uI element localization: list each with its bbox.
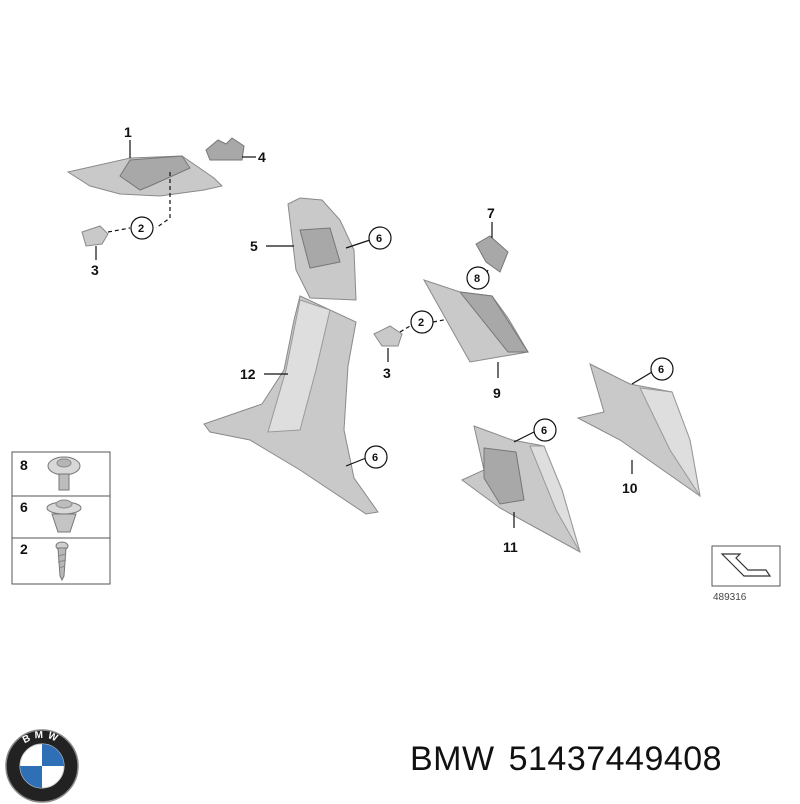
part-3-clip-lower xyxy=(373,325,403,347)
callout-9: 9 xyxy=(493,385,501,401)
expanding-clip-icon xyxy=(46,499,82,533)
reference-number: 489316 xyxy=(713,592,747,603)
part-number: 51437449408 xyxy=(508,740,723,778)
dashed-link-2a xyxy=(155,172,171,229)
leader-6a xyxy=(345,239,371,249)
part-10-trim-shade xyxy=(639,387,701,497)
part-3-clip-upper xyxy=(81,225,109,247)
callout-6b-circle xyxy=(364,445,388,469)
part-1-trim-face xyxy=(119,155,191,191)
part-7-bracket xyxy=(475,235,509,273)
callout-3a: 3 xyxy=(91,262,99,278)
part-9-trim-edge xyxy=(458,291,529,353)
screw-icon xyxy=(55,541,69,582)
part-5-trim-recess xyxy=(299,227,341,269)
dashed-link-3b xyxy=(399,325,411,333)
part-11-trim-shade xyxy=(529,445,581,553)
callout-6a-circle xyxy=(368,226,392,250)
arrow-icon xyxy=(720,553,772,577)
brand-part-label: BMW 51437449408 xyxy=(410,740,736,779)
leader-6d xyxy=(631,371,653,385)
leader-6c xyxy=(513,431,535,443)
callout-6a: 6 xyxy=(376,233,382,245)
callout-11: 11 xyxy=(503,539,518,555)
part-11-speaker-grille xyxy=(483,447,525,505)
callout-2a-circle xyxy=(130,216,154,240)
callout-6c-circle xyxy=(533,418,557,442)
callout-7: 7 xyxy=(487,205,495,221)
callout-6c: 6 xyxy=(541,425,547,437)
callout-12: 12 xyxy=(240,366,256,382)
legend-row-1-num: 8 xyxy=(20,457,28,473)
legend-row-3-num: 2 xyxy=(20,541,28,557)
callout-6b: 6 xyxy=(372,452,378,464)
callout-6d-circle xyxy=(650,357,674,381)
legend-row-2-num: 6 xyxy=(20,499,28,515)
callout-2a: 2 xyxy=(138,223,144,235)
callout-4: 4 xyxy=(258,149,266,165)
dashed-link-3a xyxy=(107,227,131,233)
screw-head-icon xyxy=(47,456,81,491)
bmw-logo: BMW xyxy=(5,729,79,803)
callout-6d: 6 xyxy=(658,364,664,376)
part-12-trim-shade xyxy=(267,299,331,433)
callout-2b: 2 xyxy=(418,317,424,329)
diagram-reference-box: 489316 xyxy=(711,545,781,603)
part-4-clip xyxy=(205,137,245,161)
callout-3b: 3 xyxy=(383,365,391,381)
leader-6b xyxy=(345,457,367,467)
brand-name: BMW xyxy=(410,740,495,778)
callout-8-circle xyxy=(466,266,490,290)
fastener-legend: 8 6 2 xyxy=(11,451,111,585)
callout-1: 1 xyxy=(124,124,132,140)
callout-8: 8 xyxy=(474,273,480,285)
callout-10: 10 xyxy=(622,480,638,496)
callout-5: 5 xyxy=(250,238,258,254)
